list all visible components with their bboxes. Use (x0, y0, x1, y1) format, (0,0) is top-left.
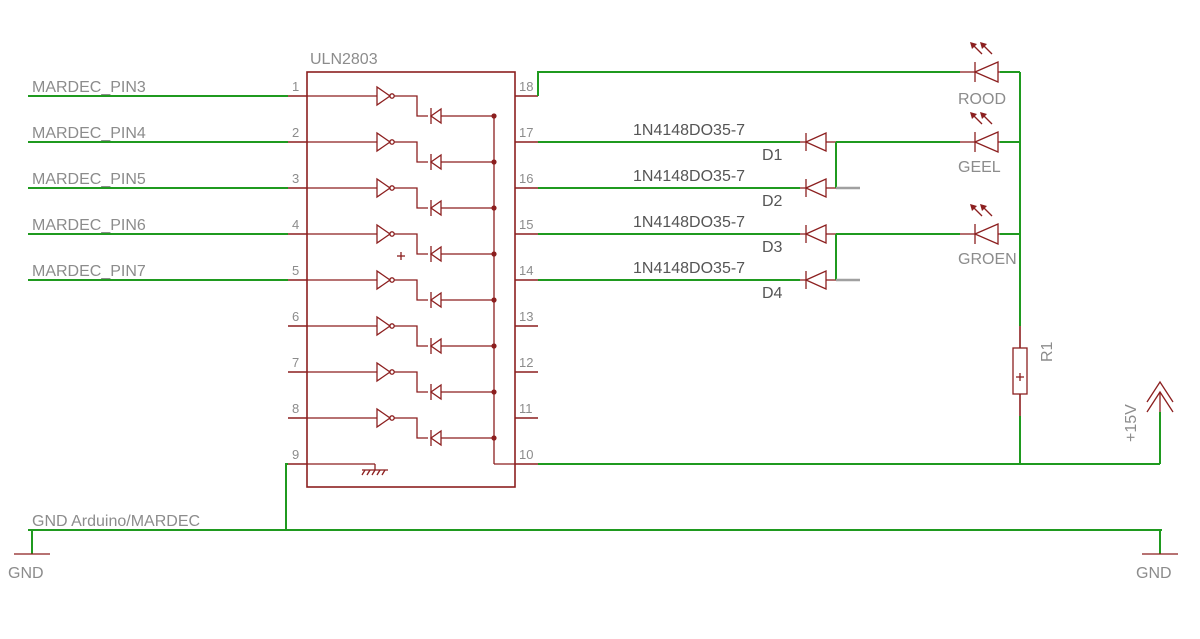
chip-name: ULN2803 (310, 51, 378, 68)
resistor-r1: R1 (1012, 326, 1056, 464)
input-nets: MARDEC_PIN3 MARDEC_PIN4 MARDEC_PIN5 MARD… (28, 79, 288, 281)
led-groen-label: GROEN (958, 251, 1017, 268)
clamp-diode-3-icon (429, 199, 442, 217)
inverter-8-icon (376, 407, 392, 429)
pin-number-16: 16 (519, 171, 533, 186)
clamp-diode-4-icon (429, 245, 442, 263)
net-label-input-3: MARDEC_PIN5 (32, 171, 146, 188)
pin-number-9: 9 (292, 447, 299, 462)
pin-number-15: 15 (519, 217, 533, 232)
clamp-diode-2-icon (429, 153, 442, 171)
pin-number-11: 11 (519, 401, 533, 416)
diode-d1-part: 1N4148DO35-7 (633, 122, 745, 139)
ground-net: GND Arduino/MARDEC GND GND (8, 463, 1178, 582)
net-label-input-2: MARDEC_PIN4 (32, 125, 146, 142)
inverter-5-icon (376, 269, 392, 291)
diode-d2-symbol (800, 177, 836, 199)
inverter-1-icon (376, 85, 392, 107)
pin-number-2: 2 (292, 125, 299, 140)
diode-d1-symbol (800, 131, 836, 153)
pin-number-4: 4 (292, 217, 299, 232)
inverter-3-icon (376, 177, 392, 199)
clamp-diode-7-icon (429, 383, 442, 401)
diode-d4-name: D4 (762, 285, 783, 302)
diode-d4-symbol (800, 269, 836, 291)
led-rood-net (537, 71, 1020, 96)
inverter-2-icon (376, 131, 392, 153)
diode-d4-part: 1N4148DO35-7 (633, 260, 745, 277)
gnd-left-label: GND (8, 565, 44, 582)
diode-d3-symbol (800, 223, 836, 245)
gnd-net-label: GND Arduino/MARDEC (32, 513, 200, 530)
pin-number-5: 5 (292, 263, 299, 278)
net-label-input-5: MARDEC_PIN7 (32, 263, 146, 280)
inverter-6-icon (376, 315, 392, 337)
uln2803-chip: ULN2803 1 2 3 4 5 6 7 8 9 18 17 16 (288, 51, 538, 488)
diode-d2-name: D2 (762, 193, 783, 210)
leds: ROOD GEEL GROEN (958, 42, 1021, 326)
clamp-diode-6-icon (429, 337, 442, 355)
diode-d2-part: 1N4148DO35-7 (633, 168, 745, 185)
pin-number-8: 8 (292, 401, 299, 416)
supply-arrow-icon (1146, 380, 1174, 413)
gnd-right-label: GND (1136, 565, 1172, 582)
pin-number-12: 12 (519, 355, 533, 370)
clamp-diode-1-icon (429, 107, 442, 125)
pin-number-14: 14 (519, 263, 533, 278)
net-label-input-1: MARDEC_PIN3 (32, 79, 146, 96)
inverter-7-icon (376, 361, 392, 383)
led-rood-label: ROOD (958, 91, 1006, 108)
diode-d3-name: D3 (762, 239, 783, 256)
pin-number-7: 7 (292, 355, 299, 370)
pin-number-17: 17 (519, 125, 533, 140)
supply-label: +15V (1123, 404, 1140, 442)
led-rood-icon (960, 42, 1000, 83)
pin-number-1: 1 (292, 79, 299, 94)
supply-net: +15V (538, 380, 1174, 465)
led-groen-icon (960, 204, 1000, 245)
clamp-diode-8-icon (429, 429, 442, 447)
pin-number-13: 13 (519, 309, 533, 324)
resistor-icon (1012, 347, 1028, 395)
pin-number-10: 10 (519, 447, 533, 462)
net-label-input-4: MARDEC_PIN6 (32, 217, 146, 234)
darlington-channels (307, 85, 497, 447)
inverter-4-icon (376, 223, 392, 245)
pin-number-18: 18 (519, 79, 533, 94)
pin-number-3: 3 (292, 171, 299, 186)
led-geel-icon (960, 112, 1000, 153)
diode-d3-part: 1N4148DO35-7 (633, 214, 745, 231)
flyback-diodes: 1N4148DO35-7 1N4148DO35-7 1N4148DO35-7 1… (538, 122, 960, 302)
diode-d1-name: D1 (762, 147, 783, 164)
resistor-label: R1 (1039, 341, 1056, 362)
clamp-diode-5-icon (429, 291, 442, 309)
pin-number-6: 6 (292, 309, 299, 324)
led-geel-label: GEEL (958, 159, 1001, 176)
